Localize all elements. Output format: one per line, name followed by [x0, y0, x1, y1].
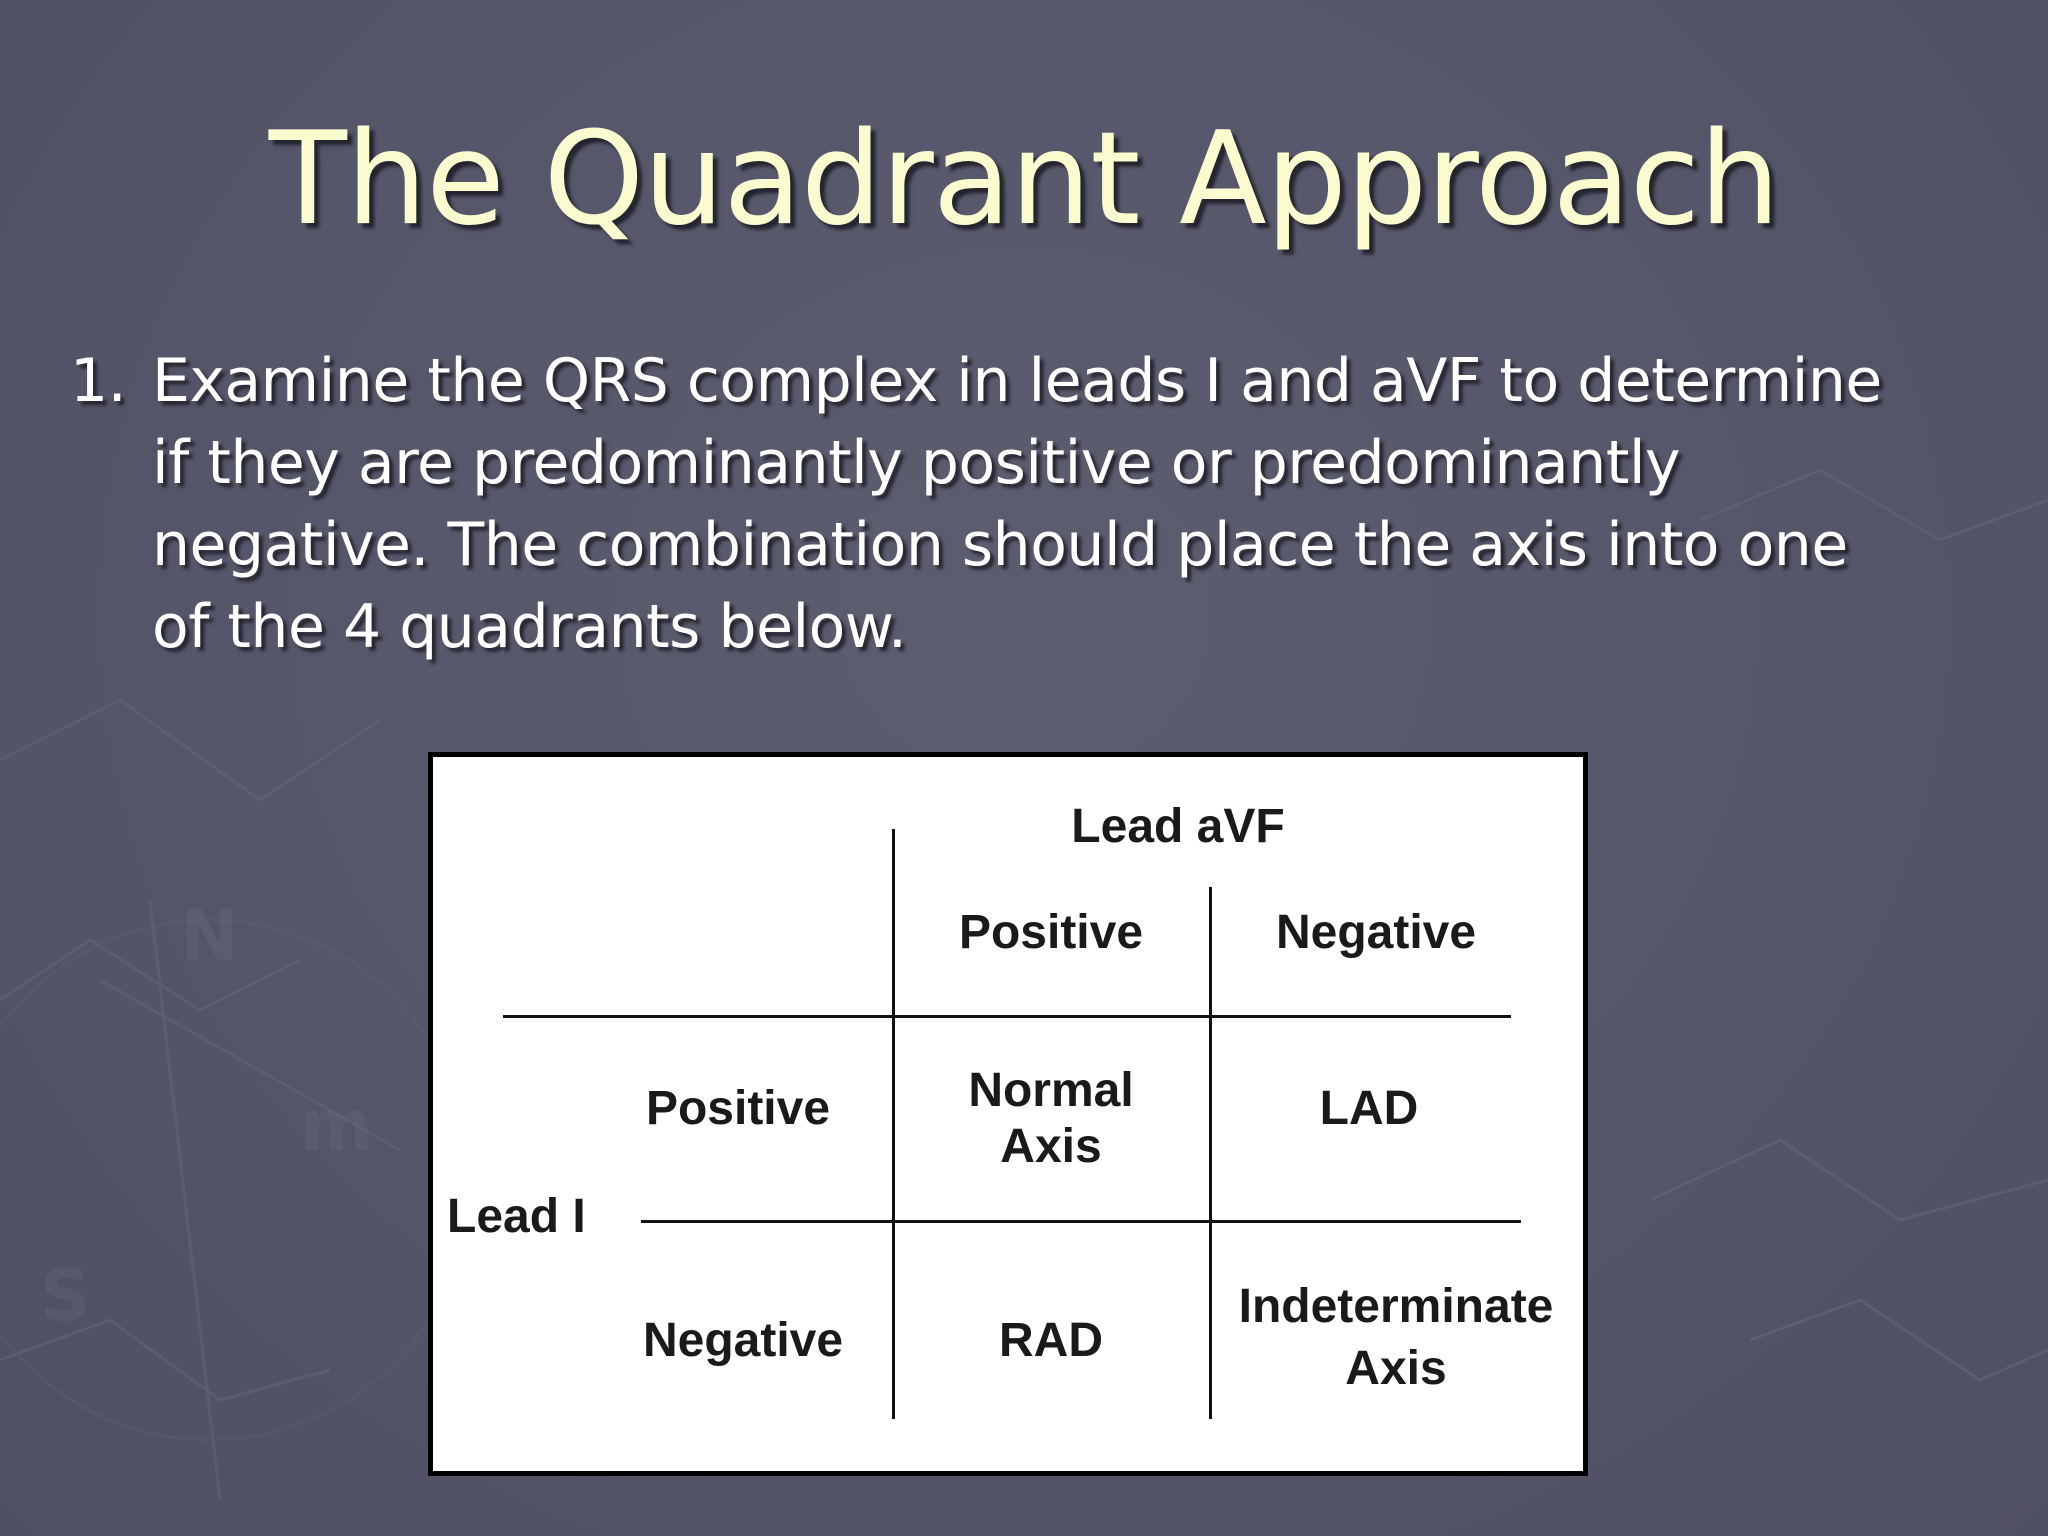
column-header-negative: Negative: [1275, 906, 1477, 959]
slide-title: The Quadrant Approach: [268, 105, 1781, 254]
svg-text:m: m: [300, 1085, 373, 1167]
quadrant-table: Lead aVF Positive Negative Lead I Positi…: [428, 752, 1588, 1476]
cell-rad: RAD: [999, 1314, 1103, 1367]
point-number: 1.: [70, 346, 127, 416]
cell-normal-axis-line-2: Axis: [1000, 1120, 1102, 1173]
column-divider-main: [892, 829, 895, 1419]
column-group-label: Lead aVF: [1071, 800, 1285, 853]
point-line-4: of the 4 quadrants below.: [152, 592, 907, 662]
header-row-divider: [503, 1015, 1511, 1018]
cell-lad: LAD: [1319, 1082, 1419, 1135]
column-header-positive: Positive: [958, 906, 1144, 959]
row-header-negative: Negative: [642, 1314, 844, 1367]
middle-row-divider: [641, 1220, 1521, 1223]
column-divider-secondary: [1209, 887, 1212, 1419]
cell-indeterminate-axis-line-2: Axis: [1345, 1342, 1447, 1395]
row-header-positive: Positive: [645, 1082, 831, 1135]
row-group-label: Lead I: [447, 1190, 586, 1243]
cell-indeterminate-axis: Indeterminate Axis: [1213, 1279, 1579, 1397]
cell-normal-axis-line-1: Normal: [968, 1064, 1134, 1117]
point-line-3: negative. The combination should place t…: [152, 510, 1848, 580]
point-first-line: 1. Examine the QRS complex in leads I and…: [70, 340, 1970, 422]
svg-text:N: N: [180, 895, 239, 977]
point-line-1: Examine the QRS complex in leads I and a…: [152, 346, 1882, 416]
cell-normal-axis: Normal Axis: [893, 1063, 1209, 1175]
cell-indeterminate-axis-line-1: Indeterminate: [1238, 1280, 1554, 1333]
point-line-2: if they are predominantly positive or pr…: [152, 428, 1681, 498]
numbered-point: 1. Examine the QRS complex in leads I and…: [70, 340, 1970, 668]
svg-text:S: S: [40, 1255, 90, 1337]
